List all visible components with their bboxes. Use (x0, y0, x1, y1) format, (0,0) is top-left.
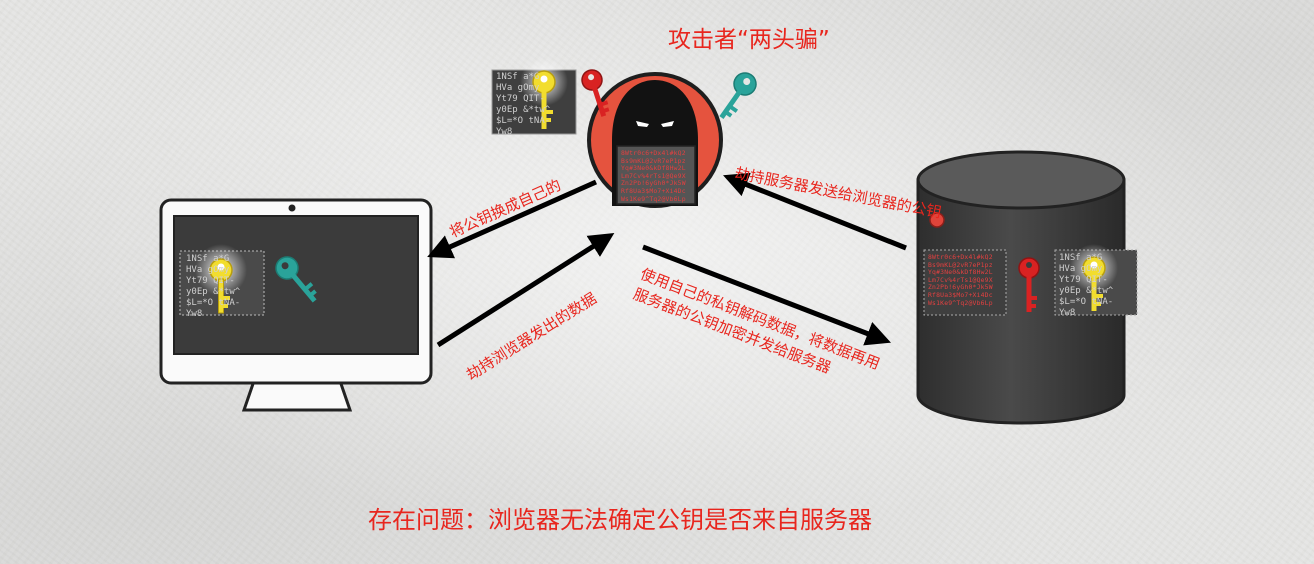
server-key-code: 1NSf a*G HVa gOmy Yt79 QIT- y0Ep &*tw^ $… (1059, 253, 1114, 318)
yellow-key-icon (520, 58, 568, 129)
hacker-laptop (616, 145, 696, 205)
arrow-browser-to-hacker (436, 232, 615, 348)
monitor-key-code: 1NSf a*G HVa gOmy Yt79 QIT- y0Ep &*tw^ $… (186, 254, 241, 319)
hacker-key-code: 1NSf a*G HVa gOmy Yt79 QIT- y0Ep &*tw^ $… (496, 72, 551, 137)
hacker-icon (587, 72, 723, 208)
problem-statement: 存在问题：浏览器无法确定公钥是否来自服务器 (368, 506, 872, 534)
server-encrypted-data-block (923, 249, 1007, 316)
server-top (916, 150, 1126, 210)
hacker-laptop-code: 8Wtr0c6+Dx4l#kQ2 Bs9mKL@2vR7eP1pz Yq#3Ne… (621, 149, 686, 203)
red-key-icon (581, 69, 610, 117)
yellow-key-icon (195, 244, 247, 314)
yellow-key-icon (1070, 244, 1118, 311)
server-body (916, 178, 1126, 425)
indicator-light-icon (929, 212, 945, 228)
teal-key-icon (275, 256, 317, 303)
diagram-title: 攻击者“两头骗” (668, 27, 830, 53)
arrow-server-to-hacker (723, 172, 907, 251)
server-encrypted-code: 8Wtr0c6+Dx4l#kQ2 Bs9mKL@2vR7eP1pz Yq#3Ne… (928, 253, 993, 307)
arrow-hacker-to-server (642, 244, 891, 346)
teal-key-icon (719, 72, 757, 120)
red-key-icon (1018, 257, 1040, 312)
monitor-camera (288, 204, 296, 212)
arrow-hacker-to-browser (427, 179, 598, 259)
